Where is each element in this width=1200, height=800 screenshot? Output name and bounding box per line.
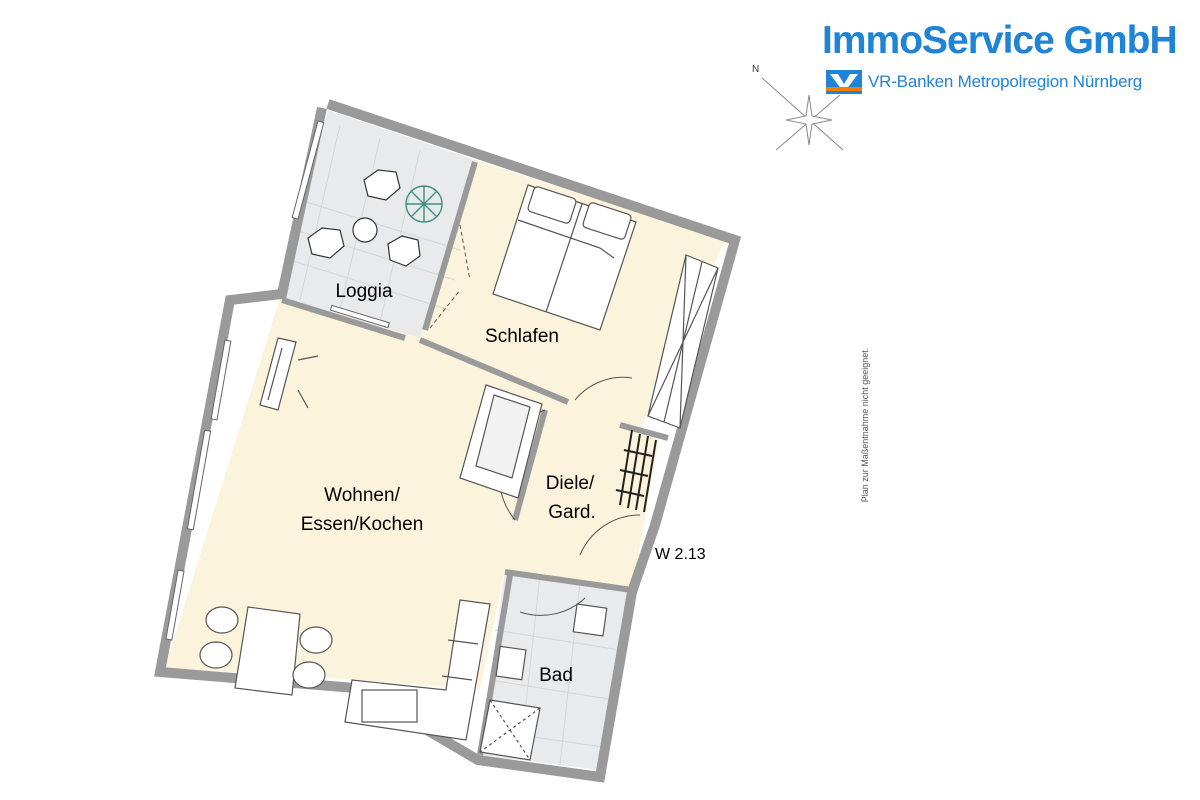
door-loggia [429, 289, 461, 329]
wall-hall-living [512, 409, 548, 521]
compass-north-label: N [752, 64, 760, 75]
door-bath [519, 597, 586, 616]
wall-living-bedroom [418, 337, 570, 405]
bed [492, 184, 637, 331]
room-label-living-2: Essen/Kochen [301, 514, 424, 535]
unit-label: W 2.13 [655, 546, 706, 563]
coat-rack [615, 429, 657, 513]
brand-title: ImmoService GmbH [822, 19, 1178, 62]
brand-subtitle: VR-Banken Metropolregion Nürnberg [868, 72, 1143, 91]
door-hall-bedroom [574, 376, 633, 401]
dining-set [199, 606, 333, 696]
room-label-bathroom: Bad [539, 665, 573, 686]
room-label-hall-2: Gard. [548, 502, 596, 523]
brand-subtitle-row: VR-Banken Metropolregion Nürnberg [826, 70, 1142, 94]
window-living-3 [165, 569, 185, 641]
wall-hall-wardrobe [619, 422, 669, 441]
room-label-living-1: Wohnen/ [324, 485, 400, 506]
window-loggia-door [329, 304, 390, 329]
compass-rose-icon [761, 77, 844, 151]
wall-bath-top [504, 569, 633, 593]
hall-floor [505, 400, 660, 590]
wall-loggia-living [281, 297, 406, 341]
wardrobe [647, 254, 719, 429]
vr-bank-logo-icon [826, 70, 862, 94]
room-label-hall-1: Diele/ [546, 473, 595, 494]
kitchen-counter [344, 599, 491, 741]
room-label-bedroom: Schlafen [485, 326, 559, 347]
door-entrance [579, 514, 641, 556]
tv-sideboard [259, 337, 319, 411]
outer-wall [326, 99, 742, 594]
loggia-furniture [307, 169, 421, 267]
wall-loggia-bedroom [422, 161, 478, 331]
bathroom-fixtures [479, 603, 608, 761]
sofa [459, 384, 543, 499]
window-living-1 [210, 339, 232, 421]
window-living-2 [186, 429, 212, 531]
room-label-loggia: Loggia [335, 281, 392, 302]
plant-icon [405, 185, 443, 223]
window-loggia [291, 120, 325, 220]
